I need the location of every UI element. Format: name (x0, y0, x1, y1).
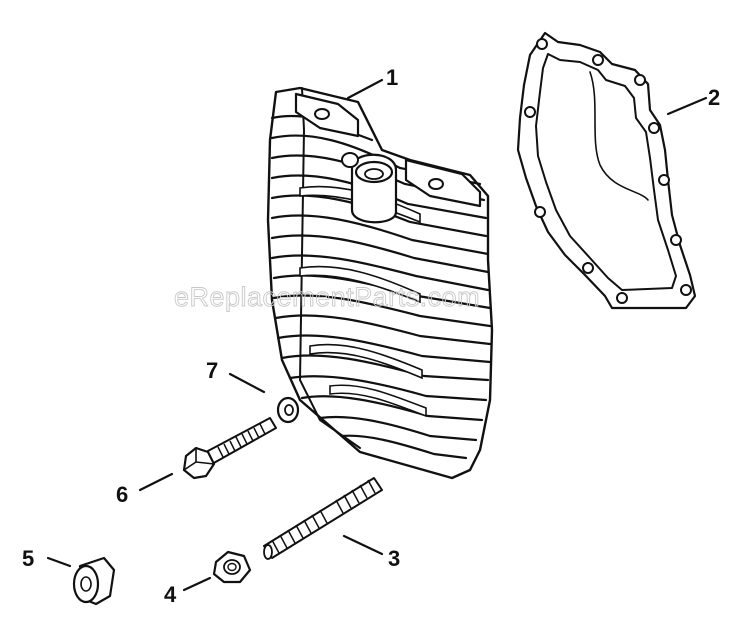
callout-5: 5 (22, 546, 34, 571)
spacer (72, 556, 116, 606)
callout-7: 7 (206, 358, 218, 383)
callout-4: 4 (164, 582, 177, 607)
gasket-bolt-holes (524, 38, 692, 304)
callout-2: 2 (708, 85, 720, 110)
hex-bolt (182, 417, 277, 480)
callout-3: 3 (388, 546, 400, 571)
stud (263, 477, 383, 560)
callouts: 1 2 3 4 5 6 7 (22, 65, 720, 607)
cylinder-head (266, 86, 494, 480)
callout-6: 6 (116, 482, 128, 507)
head-gasket (516, 31, 697, 310)
hex-nut (212, 550, 252, 584)
head-bosses (294, 92, 482, 224)
leader-lines (46, 78, 708, 592)
washer (276, 396, 300, 424)
callout-1: 1 (386, 65, 398, 90)
watermark: eReplacementParts.com (174, 282, 480, 312)
